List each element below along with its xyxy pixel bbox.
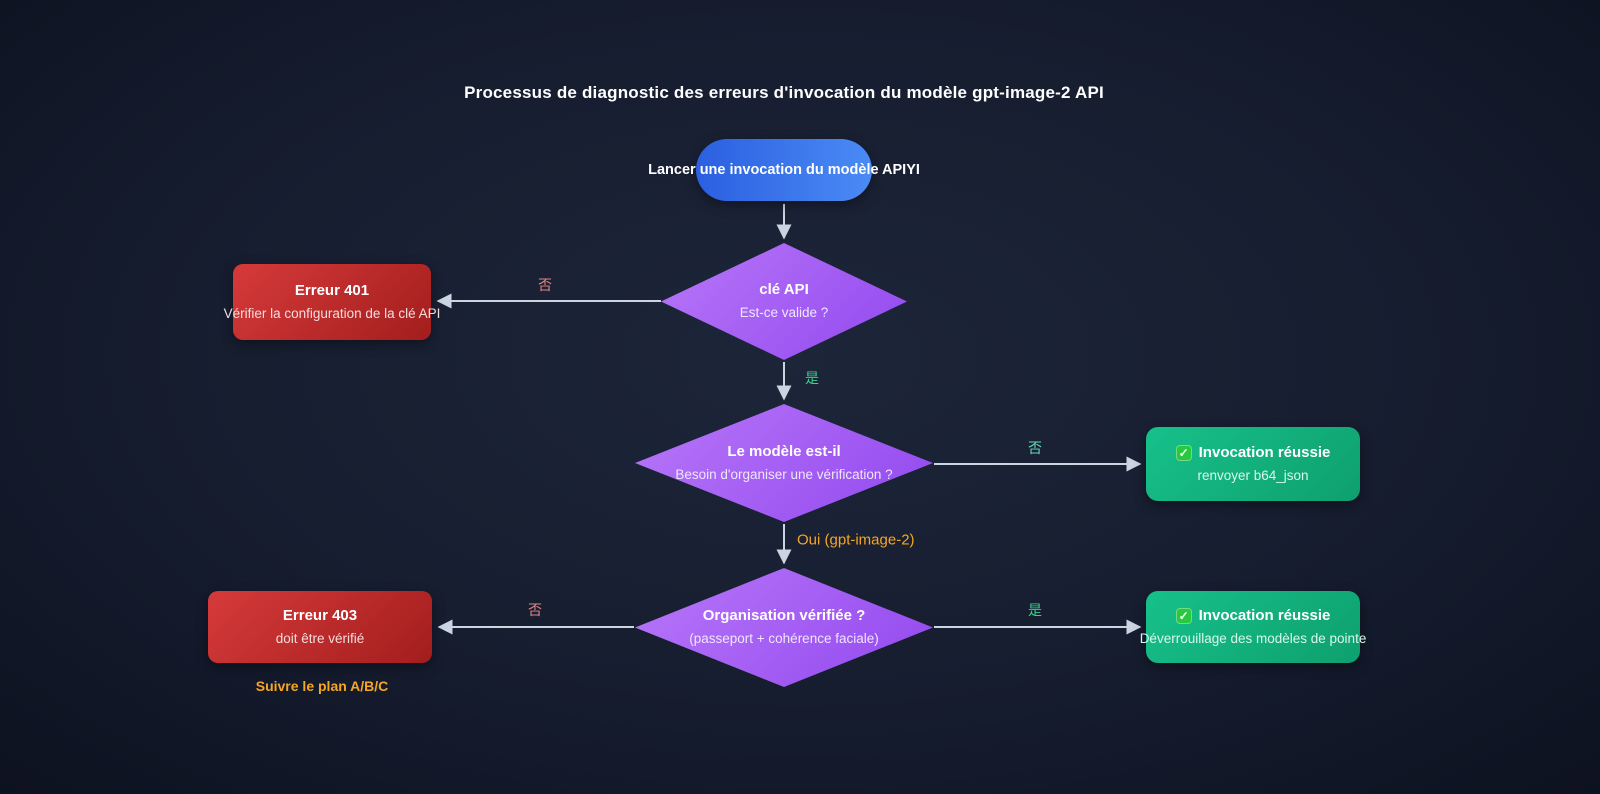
decision-model-subtitle: Besoin d'organiser une vérification ? (675, 466, 893, 482)
edge-label-org-no: 否 (528, 602, 542, 618)
success-b64-subtitle: renvoyer b64_json (1197, 467, 1309, 483)
edge-label-model-no: 否 (1028, 440, 1042, 456)
node-error-403: Erreur 403 doit être vérifié (208, 591, 432, 663)
diagram-title: Processus de diagnostic des erreurs d'in… (464, 83, 1104, 102)
decision-model-title: Le modèle est-il (727, 442, 841, 460)
edge-label-apikey-yes: 是 (805, 370, 819, 386)
node-success-unlock: ✓ Invocation réussie Déverrouillage des … (1140, 591, 1366, 663)
success-unlock-subtitle: Déverrouillage des modèles de pointe (1139, 630, 1367, 646)
node-success-b64: ✓ Invocation réussie renvoyer b64_json (1146, 427, 1360, 501)
error-403-title: Erreur 403 (282, 606, 358, 624)
decision-org-title: Organisation vérifiée ? (702, 607, 866, 625)
decision-api-key-subtitle: Est-ce valide ? (739, 305, 829, 321)
error-401-title: Erreur 401 (294, 281, 370, 299)
edge-label-apikey-no: 否 (538, 277, 552, 293)
success-unlock-title: Invocation réussie (1198, 606, 1331, 624)
error-403-note: Suivre le plan A/B/C (255, 678, 389, 694)
success-b64-title: Invocation réussie (1198, 443, 1331, 461)
decision-api-key-title: clé API (759, 281, 809, 299)
error-403-subtitle: doit être vérifié (275, 630, 365, 646)
decision-org-subtitle: (passeport + cohérence faciale) (689, 631, 879, 647)
node-start: Lancer une invocation du modèle APIYI (648, 139, 920, 201)
check-icon: ✓ (1175, 444, 1192, 461)
edge-label-org-yes: 是 (1028, 602, 1042, 618)
edge-label-model-yes: Oui (gpt-image-2) (797, 531, 915, 549)
start-label: Lancer une invocation du modèle APIYI (648, 162, 920, 178)
node-error-401: Erreur 401 Vérifier la configuration de … (224, 264, 440, 340)
error-401-subtitle: Vérifier la configuration de la clé API (223, 305, 441, 321)
check-icon: ✓ (1175, 607, 1192, 624)
